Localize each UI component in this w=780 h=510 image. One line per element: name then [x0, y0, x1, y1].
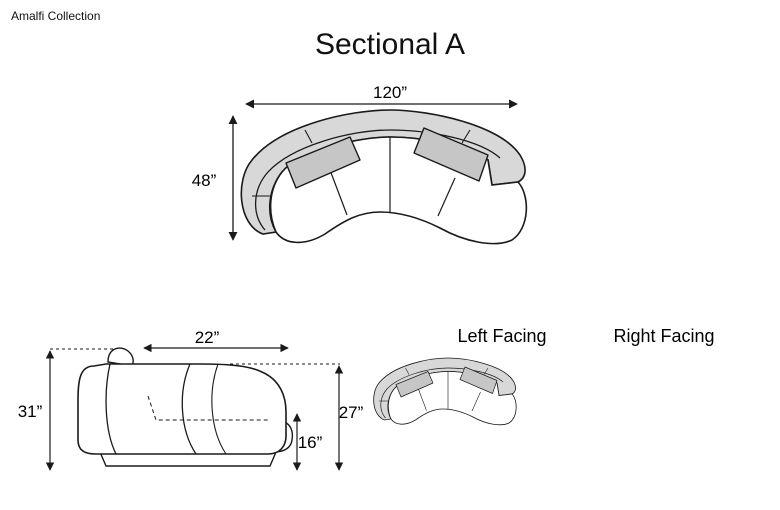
top-view: 120” 48”: [192, 83, 528, 245]
page-title: Sectional A: [314, 28, 466, 61]
overall-height-label: 31”: [18, 402, 43, 421]
side-view: 22” 31” 27” 16”: [18, 328, 364, 471]
right-facing-label: Right Facing: [613, 326, 714, 346]
left-facing-label: Left Facing: [457, 326, 546, 346]
left-facing-thumbnail: [373, 357, 517, 426]
seat-depth-label: 22”: [195, 328, 220, 347]
back-height-label: 27”: [339, 403, 364, 422]
width-label: 120”: [373, 83, 407, 102]
collection-name: Amalfi Collection: [11, 9, 101, 23]
depth-label: 48”: [192, 171, 217, 190]
seat-height-label: 16”: [298, 433, 323, 452]
